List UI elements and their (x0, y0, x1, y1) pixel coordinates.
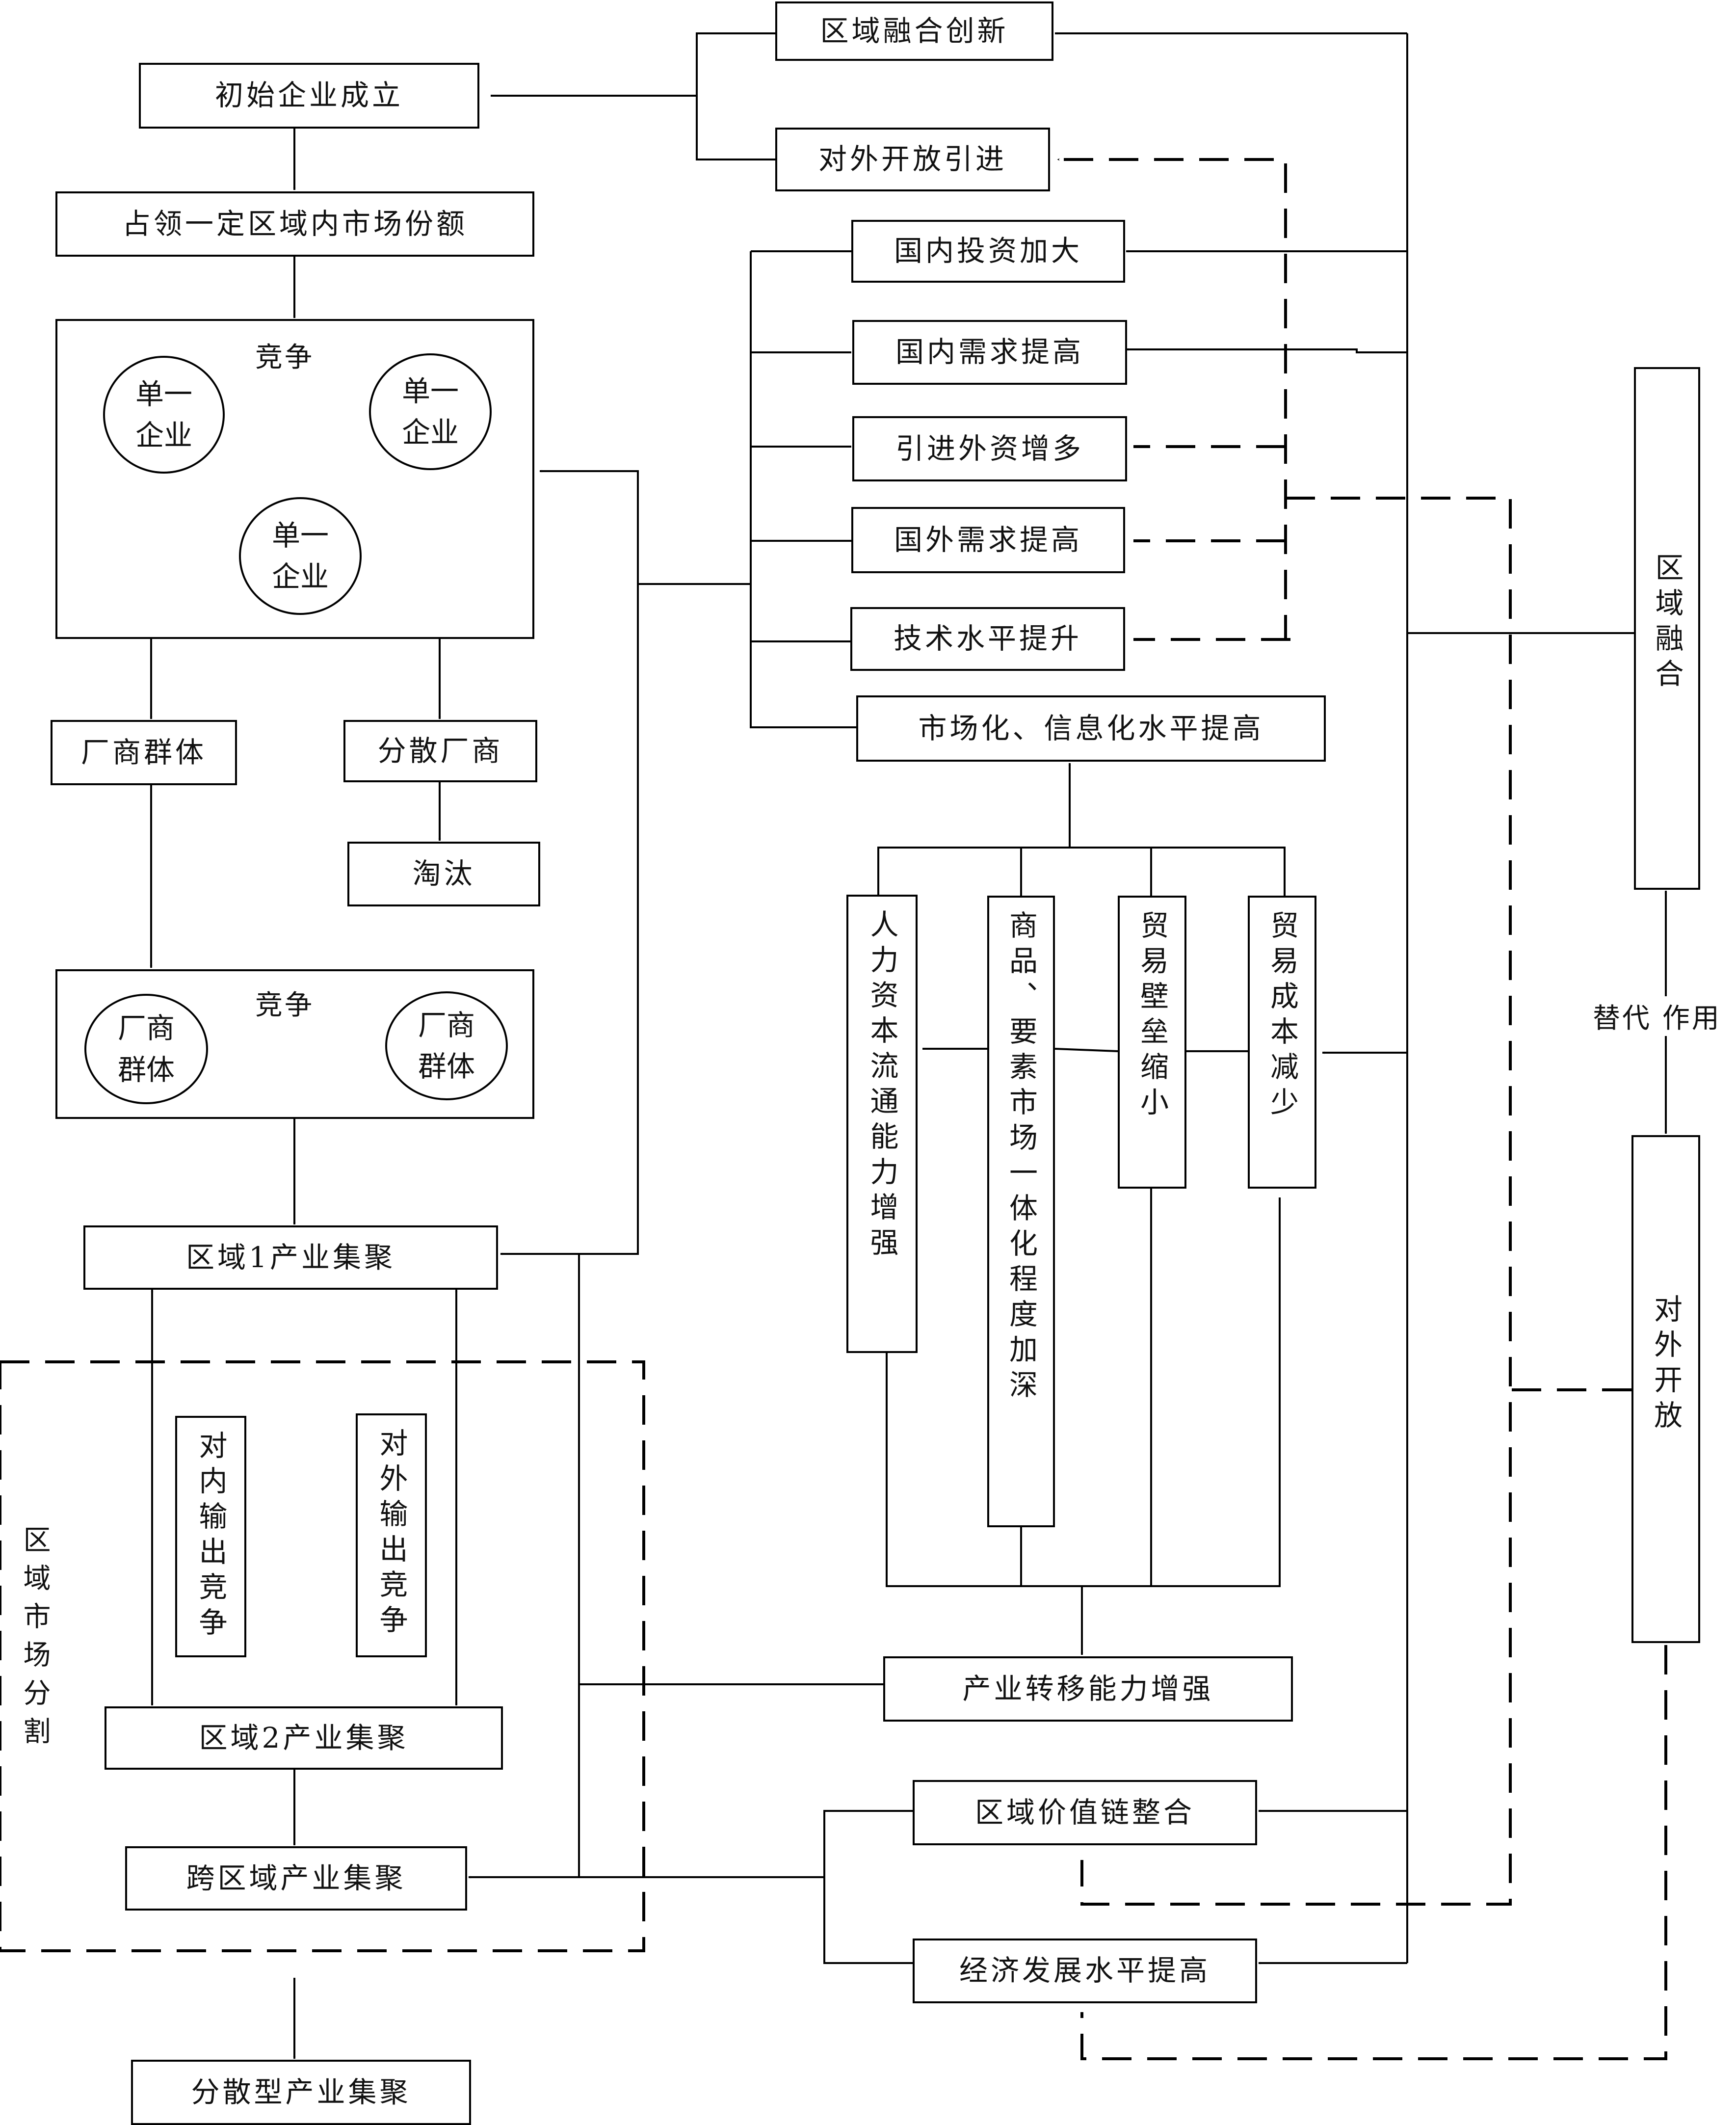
single-firm-node-3: 单一企业 (239, 497, 362, 615)
dispersed-firm-box: 分散厂商 (343, 720, 537, 782)
firm-group-node-2: 厂商群体 (385, 991, 508, 1100)
substitution-effect-label: 替代 作用 (1590, 996, 1724, 1036)
initial-firm-box: 初始企业成立 (139, 63, 479, 129)
human-capital-box: 人力资本流通能力增强 (846, 895, 918, 1353)
regional-market-segmentation-label: 区域市场分割 (19, 1525, 51, 1755)
single-firm-node-1: 单一企业 (103, 356, 225, 474)
trade-cost-box: 贸易成本减少 (1248, 896, 1316, 1189)
eliminated-box: 淘汰 (347, 842, 540, 906)
firm-group-box: 厂商群体 (51, 720, 237, 785)
foreign-demand-box: 国外需求提高 (851, 507, 1125, 573)
opening-introduction-box: 对外开放引进 (775, 128, 1050, 191)
domestic-investment-box: 国内投资加大 (851, 220, 1125, 283)
economic-development-box: 经济发展水平提高 (913, 1939, 1257, 2003)
industry-transfer-box: 产业转移能力增强 (883, 1656, 1293, 1722)
region2-cluster-box: 区域2产业集聚 (105, 1706, 503, 1770)
market-share-box: 占领一定区域内市场份额 (55, 191, 534, 257)
foreign-investment-box: 引进外资增多 (852, 416, 1127, 481)
competition-label-2: 竞争 (255, 989, 314, 1021)
regional-integration-innovation-box: 区域融合创新 (775, 1, 1053, 61)
tech-level-box: 技术水平提升 (850, 607, 1125, 671)
single-firm-node-2: 单一企业 (369, 353, 492, 470)
foreign-output-competition-box: 对外输出竞争 (356, 1413, 427, 1657)
domestic-output-competition-box: 对内输出竞争 (175, 1416, 246, 1657)
regional-integration-box: 区域融合 (1634, 367, 1700, 890)
opening-up-box: 对外开放 (1631, 1135, 1700, 1643)
firm-group-node-1: 厂商群体 (84, 994, 208, 1104)
trade-barriers-box: 贸易壁垒缩小 (1118, 896, 1186, 1189)
dispersed-cluster-box: 分散型产业集聚 (131, 2060, 471, 2125)
cross-region-cluster-box: 跨区域产业集聚 (125, 1846, 467, 1911)
value-chain-box: 区域价值链整合 (913, 1780, 1257, 1845)
domestic-demand-box: 国内需求提高 (852, 320, 1127, 385)
region1-cluster-box: 区域1产业集聚 (83, 1225, 498, 1290)
marketization-box: 市场化、信息化水平提高 (856, 695, 1326, 762)
competition-label-1: 竞争 (255, 342, 314, 373)
market-integration-box: 商品、要素市场一体化程度加深 (987, 896, 1055, 1527)
